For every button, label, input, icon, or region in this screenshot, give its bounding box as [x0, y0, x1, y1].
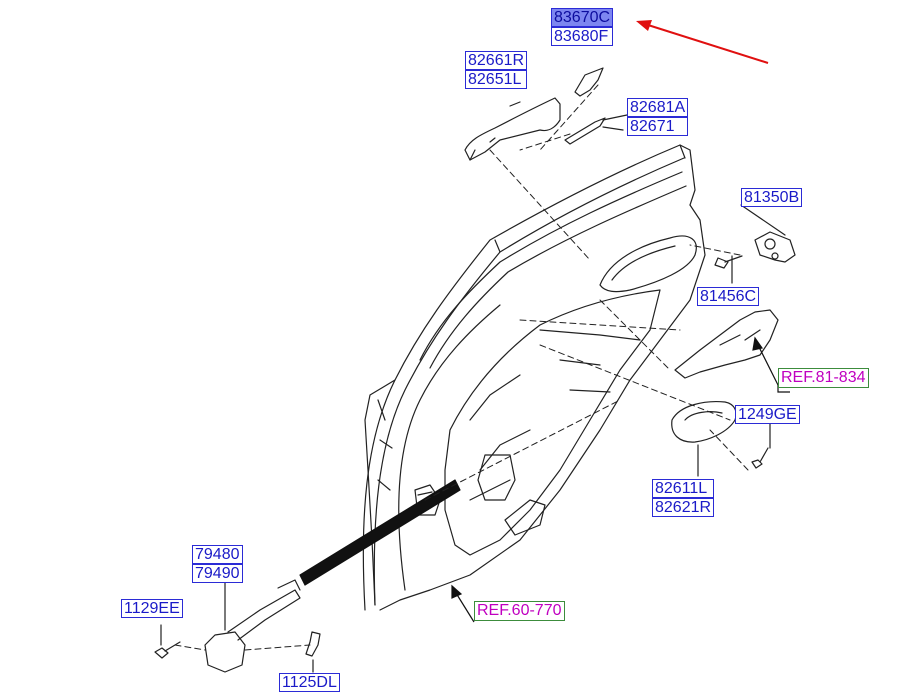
- label-group-cover: 83670C 83680F: [551, 8, 614, 46]
- door-checker-strap: [299, 479, 461, 586]
- outside-handle-illustration: [464, 97, 561, 161]
- ref-60-770-arrow-icon: [451, 584, 475, 623]
- label-group-outside-handle: 82661R 82651L: [465, 51, 528, 89]
- part-label-82671[interactable]: 82671: [627, 117, 689, 136]
- striker-illustration: [754, 231, 796, 263]
- inside-handle-mechanism-illustration: [674, 309, 779, 379]
- part-label-83670c[interactable]: 83670C: [551, 8, 614, 27]
- label-group-hinge: 79480 79490: [192, 545, 243, 583]
- part-label-79480[interactable]: 79480: [192, 545, 243, 564]
- label-group-gasket: 82681A 82671: [627, 98, 689, 136]
- screw-81456c-illustration: [714, 255, 743, 269]
- part-label-79490[interactable]: 79490: [192, 564, 243, 583]
- label-group-inside-handle: 82611L 82621R: [652, 479, 715, 517]
- ref-81-834-arrow-icon: [752, 336, 790, 393]
- inside-handle-illustration: [671, 400, 737, 443]
- bolt-1129ee-illustration: [154, 641, 181, 659]
- part-label-82611l[interactable]: 82611L: [652, 479, 715, 498]
- part-label-81350b[interactable]: 81350B: [741, 188, 803, 207]
- part-label-1129ee[interactable]: 1129EE: [121, 599, 183, 618]
- hinge-illustration: [204, 579, 301, 673]
- part-label-82681a[interactable]: 82681A: [627, 98, 689, 117]
- bolt-1249ge-illustration: [751, 447, 769, 469]
- part-label-82651l[interactable]: 82651L: [465, 70, 528, 89]
- ref-label-60-770[interactable]: REF.60-770: [474, 601, 565, 621]
- door-frame-illustration: [362, 144, 706, 611]
- part-label-81456c[interactable]: 81456C: [697, 287, 760, 306]
- part-label-82621r[interactable]: 82621R: [652, 498, 715, 517]
- pointer-arrow-icon: [636, 20, 769, 64]
- bolt-1125dl-illustration: [305, 631, 321, 657]
- part-label-1125dl[interactable]: 1125DL: [279, 673, 340, 692]
- part-label-83680f[interactable]: 83680F: [551, 27, 614, 46]
- handle-cover-illustration: [574, 67, 604, 97]
- ref-label-81-834[interactable]: REF.81-834: [778, 368, 869, 388]
- gasket-illustration: [564, 117, 606, 145]
- part-label-82661r[interactable]: 82661R: [465, 51, 528, 70]
- part-label-1249ge[interactable]: 1249GE: [735, 405, 800, 424]
